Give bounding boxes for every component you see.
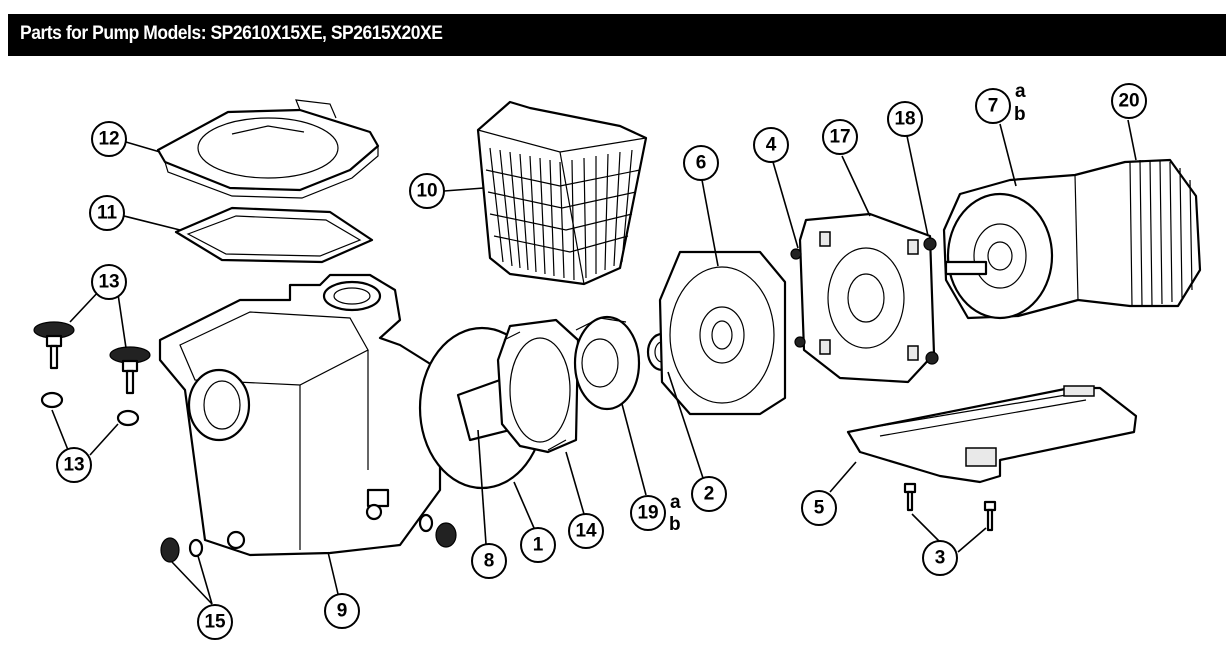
leader-lines xyxy=(51,119,1137,605)
callout-15-label: 15 xyxy=(204,612,226,633)
part-5-motor-base xyxy=(846,385,1138,484)
part-15-drain-plug xyxy=(160,513,457,563)
callout-19: 19 xyxy=(630,495,666,531)
callout-18-label: 18 xyxy=(894,109,915,130)
callout-2-label: 2 xyxy=(704,484,715,505)
callout-1: 1 xyxy=(520,527,556,563)
part-19-impeller xyxy=(573,315,641,411)
part-6-seal-plate xyxy=(658,250,787,416)
callout-1-label: 1 xyxy=(533,535,544,556)
callout-8: 8 xyxy=(471,543,507,579)
callout-10: 10 xyxy=(409,173,445,209)
part-9-pump-housing xyxy=(158,273,442,557)
callout-4: 4 xyxy=(753,127,789,163)
callout-19-label: 19 xyxy=(637,503,658,524)
callout-12-label: 12 xyxy=(98,129,119,150)
callout-7-suffix-b: b xyxy=(1014,104,1026,125)
part-10-strainer-basket xyxy=(476,100,648,286)
callout-14-label: 14 xyxy=(575,521,597,542)
callout-19-suffix-a: a xyxy=(670,492,681,513)
part-12-lid xyxy=(156,99,380,199)
callout-3: 3 xyxy=(922,540,958,576)
callout-2: 2 xyxy=(691,476,727,512)
callout-7: 7 xyxy=(975,88,1011,124)
callout-17-label: 17 xyxy=(829,127,850,148)
callout-7-label: 7 xyxy=(988,96,999,117)
callout-15: 15 xyxy=(197,604,233,640)
callout-5-label: 5 xyxy=(814,498,825,519)
callout-12: 12 xyxy=(91,121,127,157)
callout-3-label: 3 xyxy=(935,548,946,569)
page-title: Parts for Pump Models: SP2610X15XE, SP26… xyxy=(20,23,443,44)
callout-13-top: 13 xyxy=(91,264,127,300)
callout-6: 6 xyxy=(683,145,719,181)
part-7-motor xyxy=(942,158,1202,320)
part-1-14-diffuser-impeller xyxy=(496,318,580,454)
part-3-base-screws xyxy=(903,482,997,532)
callout-17: 17 xyxy=(822,119,858,155)
callout-14: 14 xyxy=(568,513,604,549)
callout-7-suffix-a: a xyxy=(1015,81,1026,102)
callout-10-label: 10 xyxy=(416,181,437,202)
part-11-lid-gasket xyxy=(174,206,374,264)
callout-6-label: 6 xyxy=(696,153,707,174)
part-17-motor-bracket xyxy=(790,212,939,384)
callout-9: 9 xyxy=(324,593,360,629)
callout-8-label: 8 xyxy=(484,551,495,572)
callout-20-label: 20 xyxy=(1118,91,1139,112)
title-bar: Parts for Pump Models: SP2610X15XE, SP26… xyxy=(8,14,1226,56)
part-13-drain-knobs xyxy=(33,321,151,427)
callout-13-bottom: 13 xyxy=(56,447,92,483)
callout-11: 11 xyxy=(89,195,125,231)
callout-18: 18 xyxy=(887,101,923,137)
motor-fan-fins xyxy=(1129,159,1193,307)
callout-4-label: 4 xyxy=(766,135,777,156)
basket-mesh xyxy=(485,147,641,281)
callout-13-bottom-label: 13 xyxy=(63,455,84,476)
callout-11-label: 11 xyxy=(97,203,118,224)
callout-13-top-label: 13 xyxy=(98,272,119,293)
callout-20: 20 xyxy=(1111,83,1147,119)
callout-9-label: 9 xyxy=(337,601,348,622)
callout-19-suffix-b: b xyxy=(669,514,681,535)
callout-5: 5 xyxy=(801,490,837,526)
